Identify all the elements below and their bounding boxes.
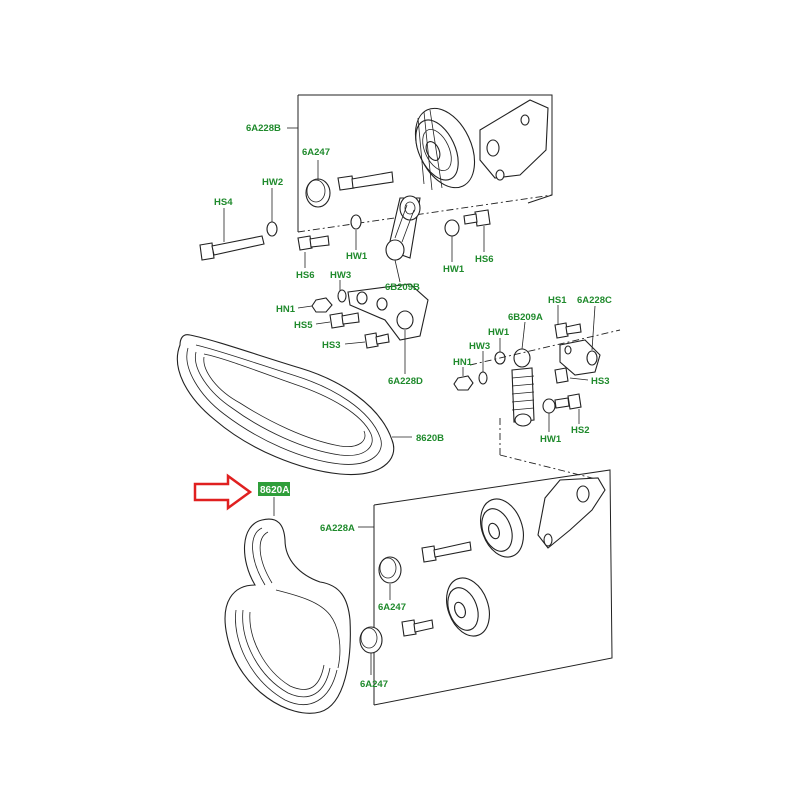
label-6A247-b1[interactable]: 6A247 bbox=[378, 602, 406, 613]
label-HS3-left[interactable]: HS3 bbox=[322, 340, 340, 351]
lower-long-bolt bbox=[421, 541, 472, 563]
washer-hw1-mid bbox=[350, 214, 362, 230]
label-HW1-right[interactable]: HW1 bbox=[443, 264, 465, 275]
upper-bracket-plate bbox=[479, 99, 549, 181]
upper-bolt bbox=[337, 171, 394, 191]
svg-text:8620A: 8620A bbox=[260, 485, 289, 496]
label-6B209B[interactable]: 6B209B bbox=[385, 282, 420, 293]
tensioner-6B209A bbox=[511, 348, 535, 427]
label-HW1-mid[interactable]: HW1 bbox=[346, 251, 368, 262]
label-HS1[interactable]: HS1 bbox=[548, 295, 567, 306]
label-6A247-b2[interactable]: 6A247 bbox=[360, 679, 388, 690]
lower-idler-pulley-lower bbox=[446, 577, 490, 637]
label-8620B[interactable]: 8620B bbox=[416, 433, 444, 444]
bolt-hs2 bbox=[554, 393, 582, 410]
long-bolt-hs4 bbox=[199, 235, 265, 261]
lower-bracket-6A228D bbox=[347, 283, 429, 341]
label-6B209A[interactable]: 6B209A bbox=[508, 312, 543, 323]
washer-hw3-top bbox=[337, 289, 347, 303]
washer-hw3-r bbox=[478, 371, 488, 385]
washer-hw2 bbox=[266, 221, 278, 237]
dust-cap-b1 bbox=[378, 556, 402, 584]
bolt-hs3-right bbox=[554, 367, 569, 384]
part-labels: 6A228B 6A247 HW2 HS4 HS6 HW1 HW1 HS6 HW3… bbox=[214, 123, 612, 690]
label-HN1-r[interactable]: HN1 bbox=[453, 357, 473, 368]
bolt-hs1 bbox=[554, 322, 582, 339]
bolt-hs5 bbox=[329, 312, 360, 329]
label-6A228A[interactable]: 6A228A bbox=[320, 523, 355, 534]
lower-bracket-plate bbox=[537, 477, 606, 549]
belt-8620A bbox=[224, 518, 351, 714]
washer-hw1-right bbox=[444, 219, 460, 237]
label-6A228B[interactable]: 6A228B bbox=[246, 123, 281, 134]
label-6A228D[interactable]: 6A228D bbox=[388, 376, 423, 387]
label-HW3-top[interactable]: HW3 bbox=[330, 270, 351, 281]
upper-idler-pulley bbox=[414, 107, 476, 191]
label-HW3-r[interactable]: HW3 bbox=[469, 341, 490, 352]
washer-hw1-r3 bbox=[542, 398, 556, 414]
lower-idler-pulley-upper bbox=[480, 498, 524, 558]
label-HW1-r3[interactable]: HW1 bbox=[540, 434, 562, 445]
label-HW2[interactable]: HW2 bbox=[262, 177, 283, 188]
bracket-6A228C bbox=[559, 339, 601, 376]
nut-hn1-left bbox=[311, 297, 333, 313]
label-HS5[interactable]: HS5 bbox=[294, 320, 313, 331]
label-HS6-right[interactable]: HS6 bbox=[475, 254, 493, 265]
label-6A247-top[interactable]: 6A247 bbox=[302, 147, 330, 158]
label-HN1-left[interactable]: HN1 bbox=[276, 304, 296, 315]
label-HS2[interactable]: HS2 bbox=[571, 425, 589, 436]
upper-bracket-frame bbox=[297, 94, 553, 233]
belt-8620B bbox=[176, 334, 395, 476]
label-HS6-left[interactable]: HS6 bbox=[296, 270, 314, 281]
label-HS4[interactable]: HS4 bbox=[214, 197, 233, 208]
bolt-hs3-left bbox=[364, 332, 390, 349]
label-HW1-r2[interactable]: HW1 bbox=[488, 327, 510, 338]
dust-cap-b2 bbox=[359, 626, 383, 654]
bolt-hs6-left bbox=[297, 235, 330, 251]
tensioner-6B209B bbox=[385, 195, 421, 261]
right-arrow-outline-icon bbox=[193, 473, 253, 511]
label-6A228C[interactable]: 6A228C bbox=[577, 295, 612, 306]
leader-lines bbox=[223, 127, 596, 675]
lower-short-bolt bbox=[401, 619, 434, 637]
label-8620A-highlight[interactable]: 8620A bbox=[258, 482, 290, 496]
label-HS3-r[interactable]: HS3 bbox=[591, 376, 609, 387]
lower-bracket-frame bbox=[373, 469, 613, 706]
bolt-hs6-right bbox=[463, 209, 491, 227]
dust-cap-top bbox=[305, 178, 331, 208]
nut-hn1-r bbox=[453, 375, 474, 391]
